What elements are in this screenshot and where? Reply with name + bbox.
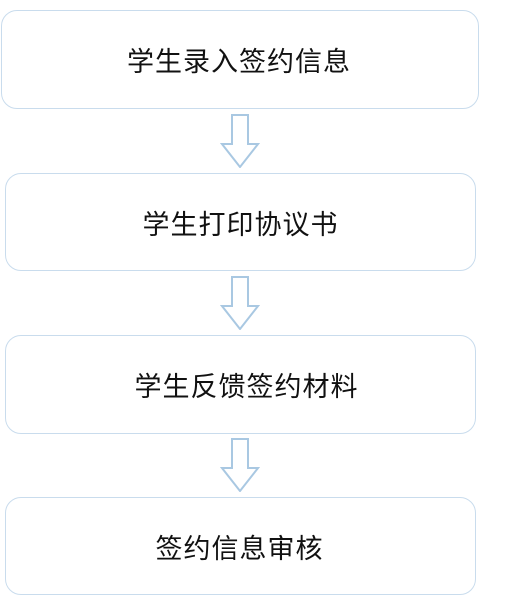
step-box-print-agreement: 学生打印协议书 (5, 173, 476, 271)
step-label: 签约信息审核 (155, 533, 324, 565)
step-box-return-signing-materials: 学生反馈签约材料 (5, 335, 476, 434)
step-label: 学生反馈签约材料 (134, 372, 359, 403)
down-arrow-icon (220, 114, 260, 168)
step-label: 学生打印协议书 (142, 209, 339, 241)
down-arrow-icon (220, 276, 260, 330)
step-label: 学生录入签约信息 (127, 47, 351, 78)
step-box-signing-info-review: 签约信息审核 (5, 497, 476, 595)
down-arrow-icon (220, 438, 260, 492)
step-box-enter-signing-info: 学生录入签约信息 (1, 10, 479, 109)
